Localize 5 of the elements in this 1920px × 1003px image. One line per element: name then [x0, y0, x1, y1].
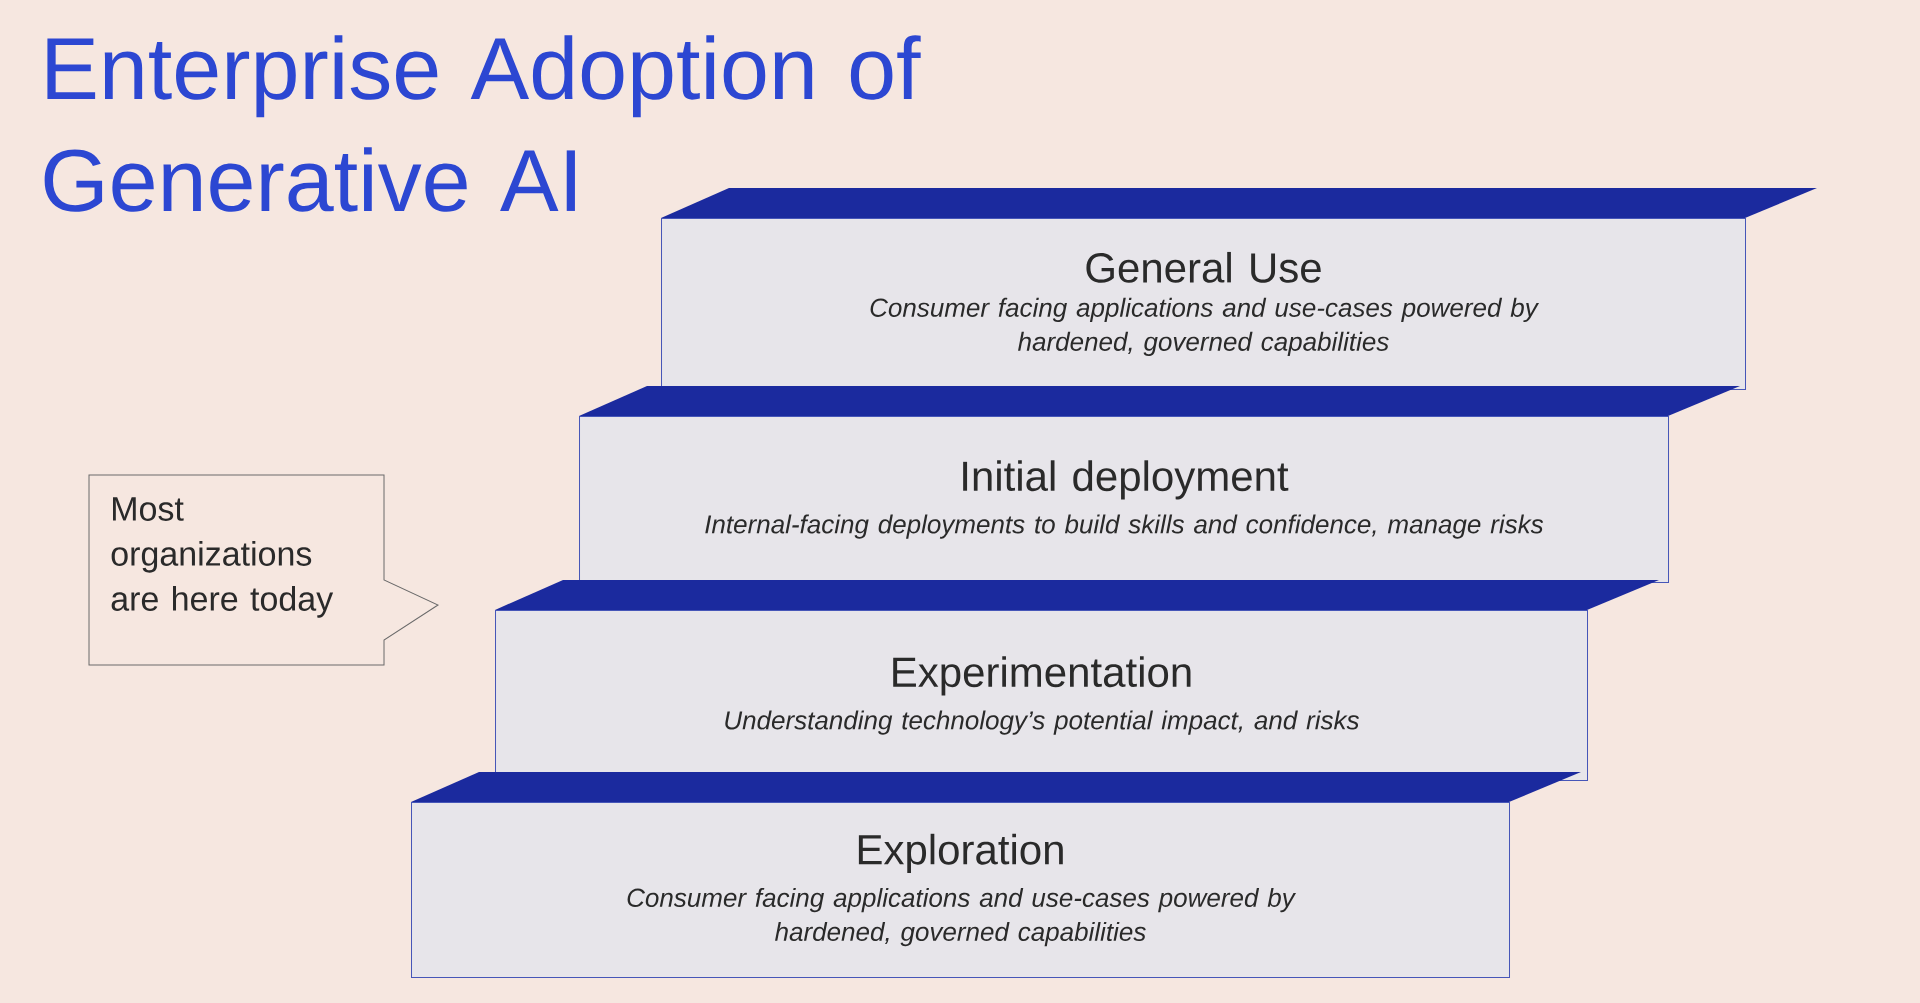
step-box: Exploration Consumer facing applications and use-cases powered by hardened, governed capabilities	[411, 772, 1581, 978]
step-box: Initial deployment Internal-facing deployments to build skills and confidence, manage risks	[579, 386, 1740, 583]
step-box: Experimentation Understanding technology’s potential impact, and risks	[495, 580, 1659, 781]
callout-box: Most organizations are here today	[88, 474, 439, 666]
step-box: General Use Consumer facing applications and use-cases powered by hardened, governed capabilities	[661, 188, 1817, 390]
